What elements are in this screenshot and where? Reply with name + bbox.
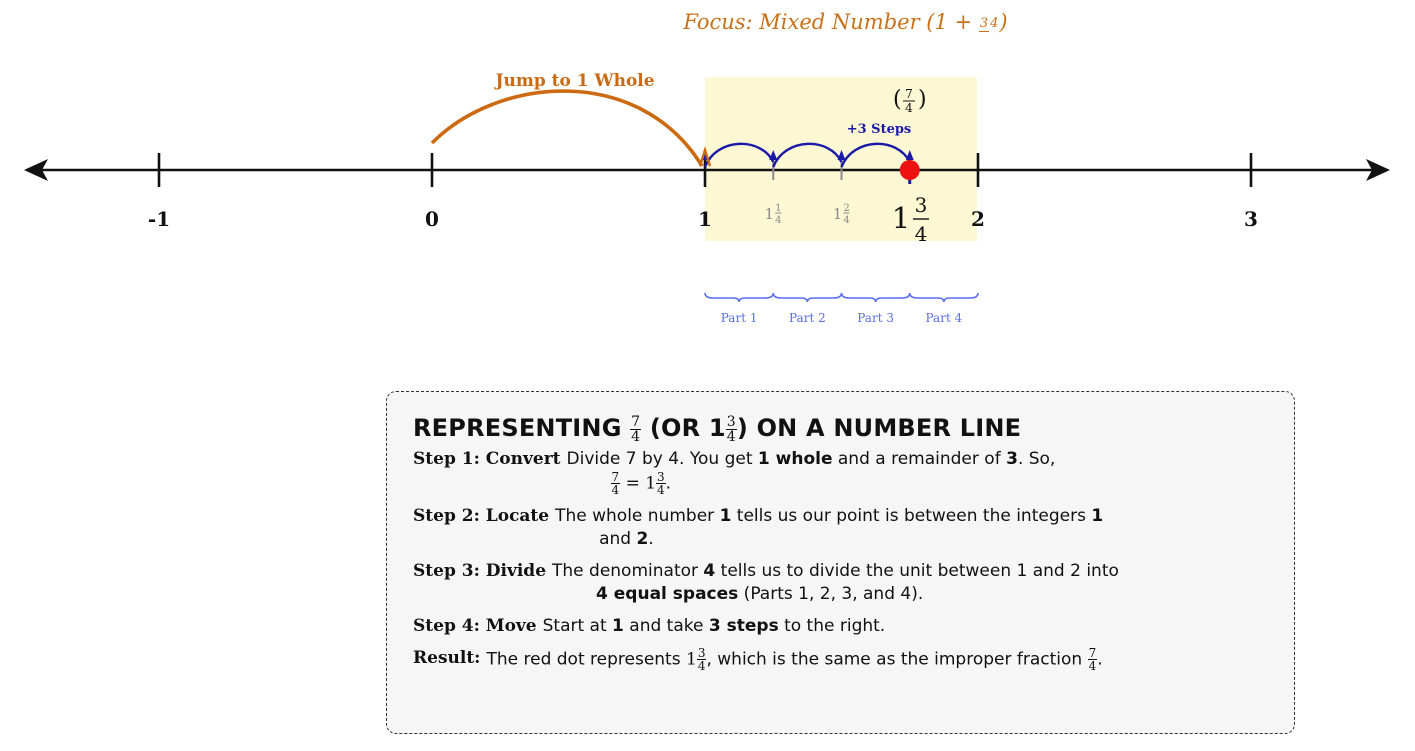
part-label-3: Part 3 <box>857 311 894 325</box>
jump-label: Jump to 1 Whole <box>493 71 654 91</box>
focus-prefix: Focus: Mixed Number (1 + <box>683 10 979 34</box>
quarter-den: 4 <box>775 215 781 226</box>
point-label-num: 3 <box>915 193 928 217</box>
part-brace-4 <box>908 292 979 303</box>
part-label-1: Part 1 <box>721 311 758 325</box>
step-arrow-head-1 <box>769 150 778 160</box>
focus-suffix: ) <box>999 10 1008 34</box>
step-1-label: Step 1: Convert <box>413 448 561 469</box>
point-annotation-num: 7 <box>905 87 913 101</box>
step-1-text: Divide 7 by 4. You get 1 whole and a rem… <box>566 448 1056 497</box>
point-annotation-open: ( <box>893 87 902 112</box>
tick-label-0: 0 <box>425 207 439 231</box>
step-arc-2 <box>772 142 843 168</box>
part-label-4: Part 4 <box>926 311 963 325</box>
step-4-label: Step 4: Move <box>413 615 537 636</box>
step-arc-1 <box>703 142 775 168</box>
step-2: Step 2: Locate The whole number 1 tells … <box>413 505 1268 551</box>
point-annotation-den: 4 <box>905 101 913 115</box>
red-point <box>899 160 920 180</box>
quarter-num: 2 <box>843 203 849 214</box>
step-4: Step 4: Move Start at 1 and take 3 steps… <box>413 615 1268 638</box>
tick-label--1: -1 <box>148 207 170 231</box>
quarter-num: 1 <box>775 203 781 214</box>
step-2-text: The whole number 1 tells us our point is… <box>555 505 1104 549</box>
parts-group: Part 1 Part 2 Part 3 Part 4 <box>704 292 979 325</box>
step-arrow-head-3 <box>905 150 914 160</box>
point-label: 1 3 4 <box>892 193 929 246</box>
part-brace-3 <box>840 292 911 303</box>
jump-arrow-head <box>698 145 712 167</box>
step-arc-3 <box>840 142 911 168</box>
part-brace-2 <box>772 292 843 303</box>
quarter-whole: 1 <box>764 205 774 223</box>
step-3-label: Step 3: Divide <box>413 560 547 581</box>
left-arrow-head <box>24 159 48 181</box>
step-3: Step 3: Divide The denominator 4 tells u… <box>413 560 1268 606</box>
step-4-text: Start at 1 and take 3 steps to the right… <box>542 615 886 636</box>
tick-label-2: 2 <box>971 207 985 231</box>
point-annotation-close: ) <box>918 87 927 112</box>
steps-label: +3 Steps <box>847 122 912 137</box>
step-arrow-head-2 <box>837 150 846 160</box>
point-label-den: 4 <box>915 222 928 246</box>
result-label: Result: <box>413 647 481 668</box>
tick-label-3: 3 <box>1244 207 1258 231</box>
point-label-whole: 1 <box>892 201 910 235</box>
quarter-whole: 1 <box>833 205 843 223</box>
step-1: Step 1: Convert Divide 7 by 4. You get 1… <box>413 448 1268 496</box>
step-3-text: The denominator 4 tells us to divide the… <box>552 560 1119 604</box>
part-label-2: Part 2 <box>789 311 826 325</box>
right-arrow-head <box>1366 159 1390 181</box>
quarter-den: 4 <box>843 215 849 226</box>
jump-arc <box>430 89 704 167</box>
point-annotation: ( 7 4 ) <box>893 87 927 115</box>
part-brace-1 <box>704 292 775 303</box>
tick-label-1: 1 <box>698 207 712 231</box>
step-2-label: Step 2: Locate <box>413 505 550 526</box>
